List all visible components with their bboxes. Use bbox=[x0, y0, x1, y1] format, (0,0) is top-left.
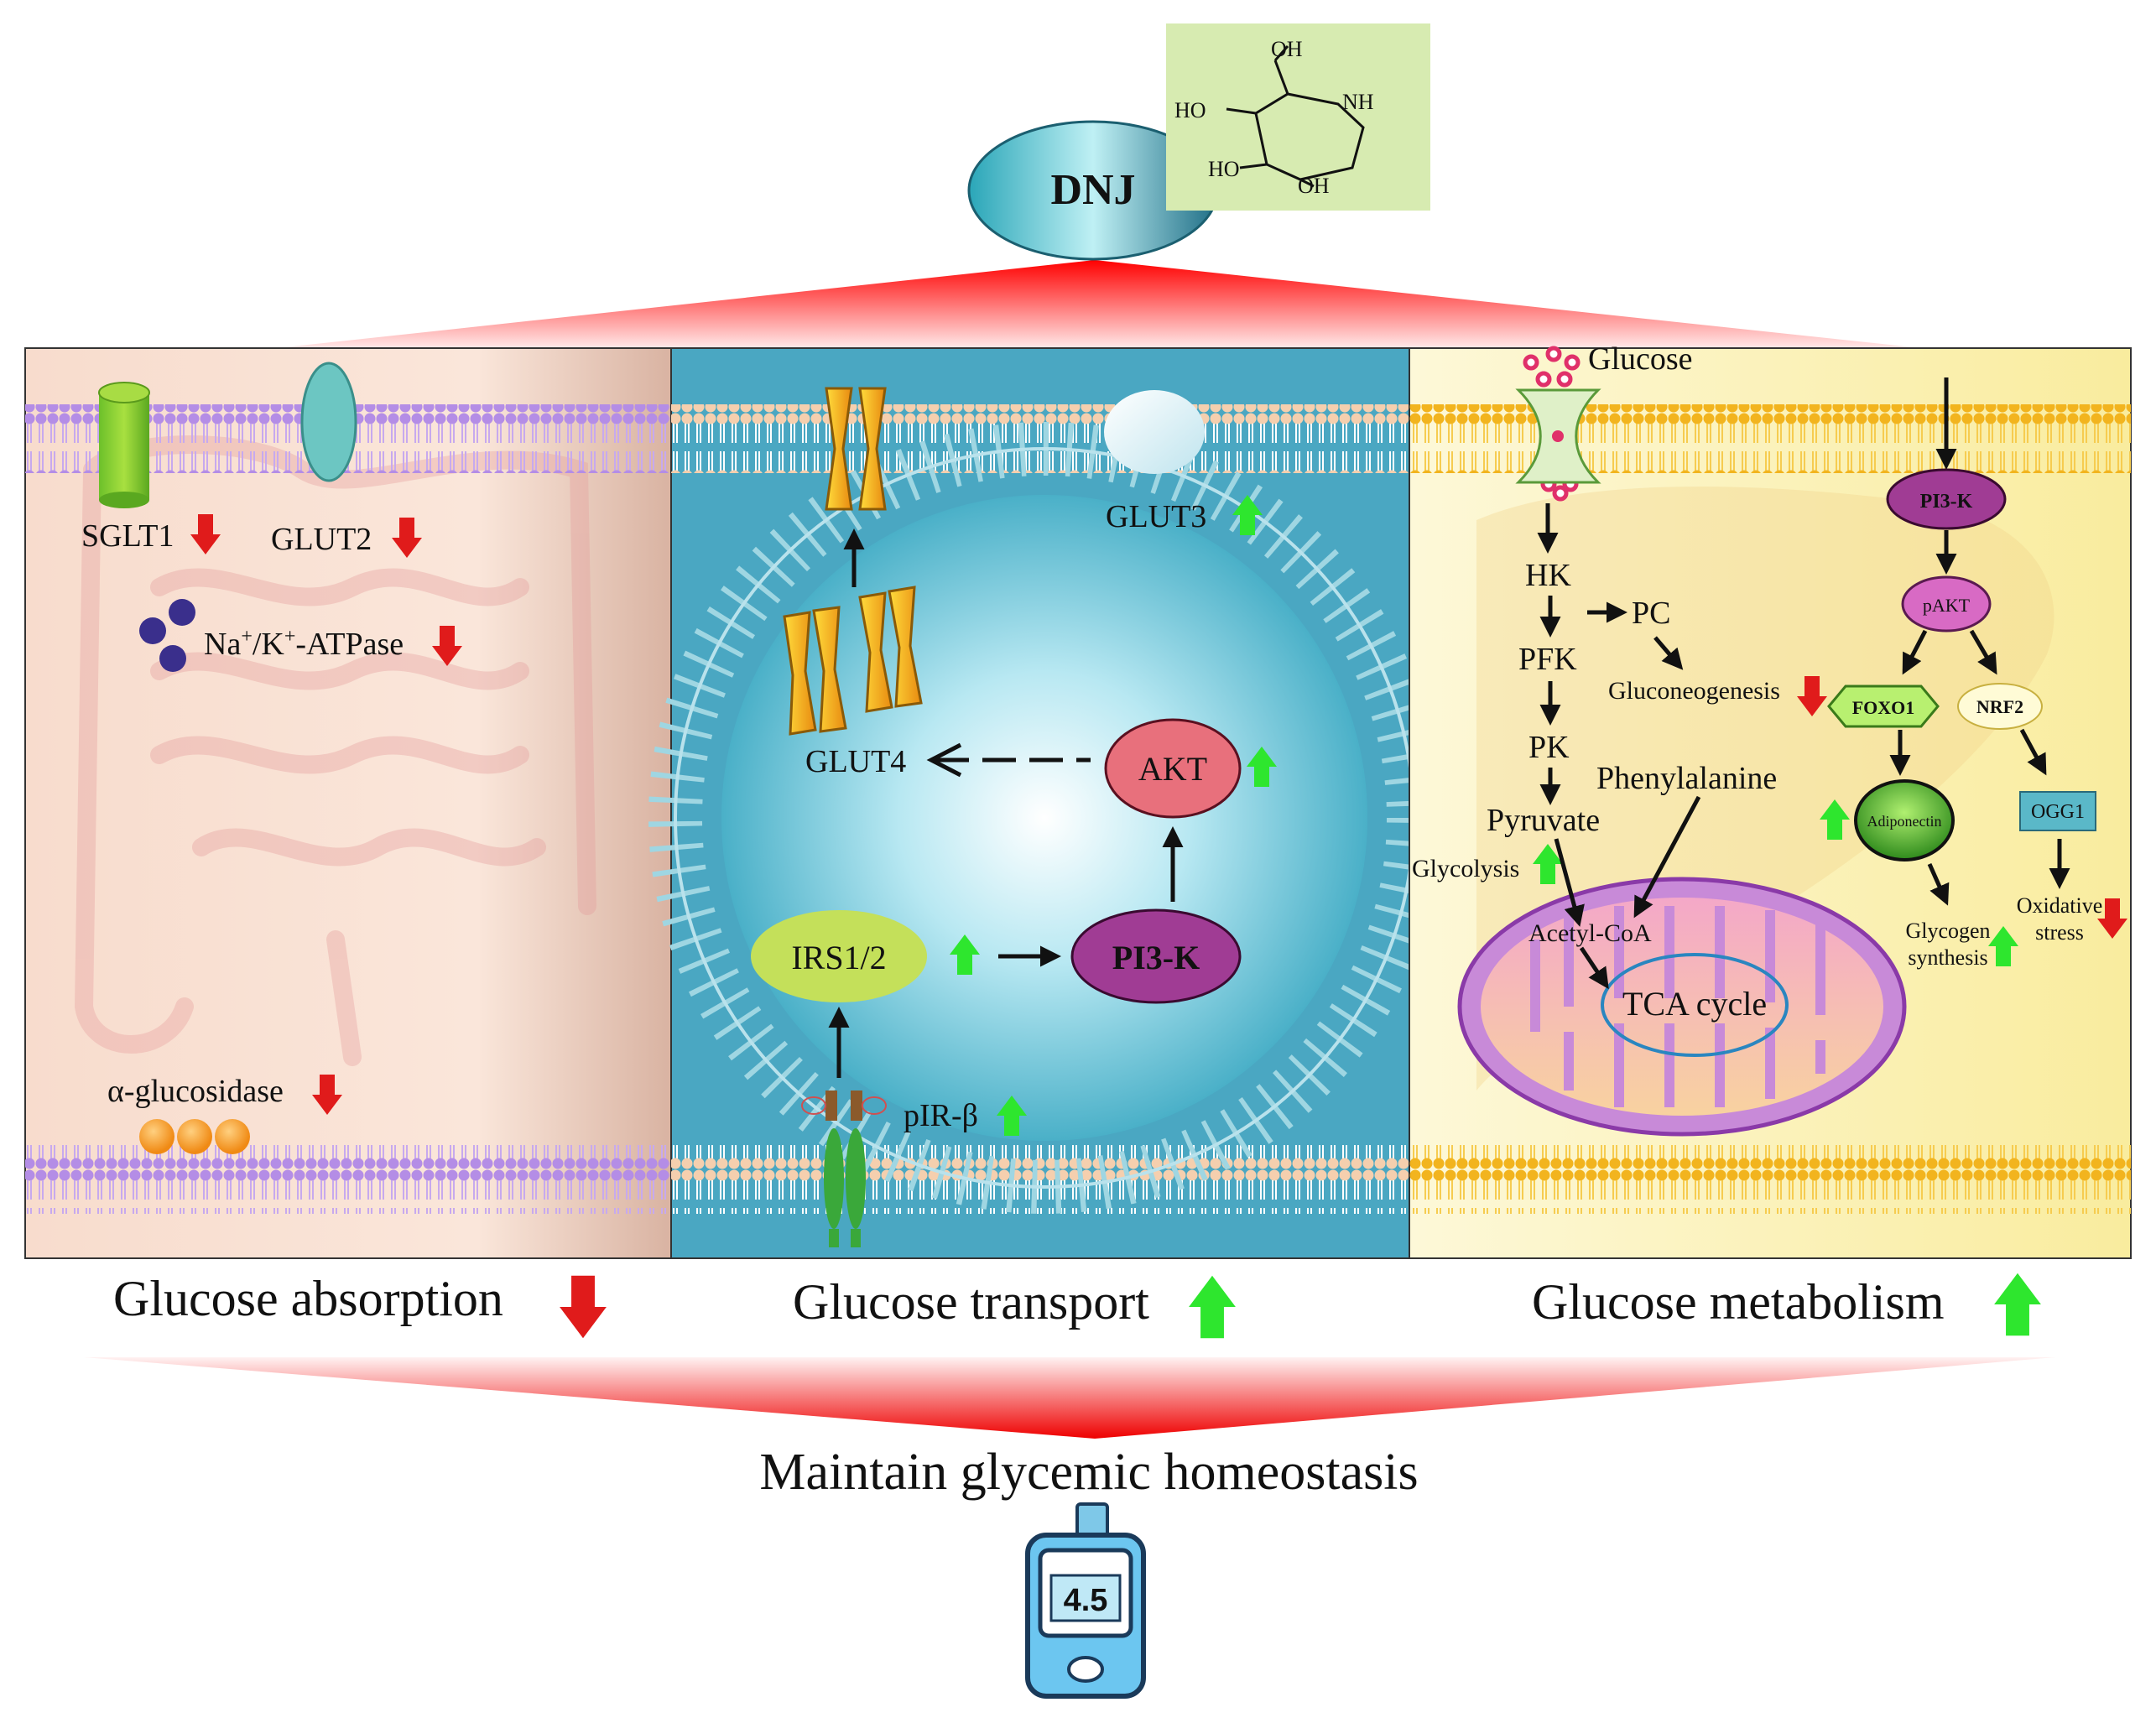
struct-ho-left: HO bbox=[1174, 98, 1206, 122]
glut4-chevron bbox=[926, 742, 962, 778]
gluconeogenesis-label: Gluconeogenesis bbox=[1608, 677, 1780, 705]
transport-up-arrow-icon bbox=[1189, 1275, 1236, 1339]
caption-absorption: Glucose absorption bbox=[113, 1271, 503, 1326]
akt-node bbox=[1104, 718, 1242, 819]
hk-label: HK bbox=[1525, 558, 1571, 593]
metabolism-up-arrow-icon bbox=[1994, 1273, 2041, 1336]
meter-reading: 4.5 bbox=[1064, 1583, 1108, 1618]
nrf2-node bbox=[1957, 683, 2043, 730]
struct-oh-bottom: OH bbox=[1298, 174, 1330, 198]
glut3-label: GLUT3 bbox=[1106, 499, 1206, 534]
akt-label: AKT bbox=[1138, 750, 1207, 788]
atpase-label: Na+/K+-ATPase bbox=[204, 626, 404, 662]
pyruvate-label: Pyruvate bbox=[1487, 803, 1600, 838]
glut2-label: GLUT2 bbox=[271, 522, 372, 557]
oxidative-label-1: Oxidative bbox=[2017, 893, 2103, 918]
pakt-label: pAKT bbox=[1923, 595, 1971, 616]
pi3k-metab-node bbox=[1886, 468, 2007, 530]
struct-ho-bottom: HO bbox=[1208, 157, 1240, 181]
caption-metabolism: Glucose metabolism bbox=[1532, 1274, 1945, 1330]
pi3k-label: PI3-K bbox=[1112, 939, 1200, 976]
foxo1-node bbox=[1827, 685, 1940, 728]
glucose-label: Glucose bbox=[1588, 341, 1693, 377]
insulin-receptor-icon bbox=[801, 1091, 887, 1247]
panel-transport: GLUT3 GLUT4 AKT IRS1/2 PI3-K pIR-β bbox=[648, 347, 1440, 1259]
glut3-transporter-icon bbox=[1104, 390, 1205, 474]
panel-absorption: SGLT1 GLUT2 Na+/K+-ATPase α-glucosidase bbox=[24, 347, 672, 1259]
phenylalanine-label: Phenylalanine bbox=[1596, 761, 1777, 796]
glycogen-label-2: synthesis bbox=[1908, 945, 1987, 970]
glucose-transporter-icon bbox=[1515, 388, 1601, 484]
top-fan bbox=[277, 260, 1921, 348]
ion-particles-icon bbox=[139, 599, 195, 672]
sglt1-label: SGLT1 bbox=[81, 518, 174, 554]
glycogen-label-1: Glycogen bbox=[1905, 919, 1990, 943]
outcome-text: Maintain glycemic homeostasis bbox=[759, 1444, 1418, 1501]
tca-label: TCA cycle bbox=[1622, 985, 1767, 1023]
pc-label: PC bbox=[1632, 596, 1670, 631]
absorption-down-arrow-icon bbox=[560, 1275, 607, 1339]
oxidative-label-2: stress bbox=[2035, 920, 2084, 945]
pfk-label: PFK bbox=[1518, 642, 1577, 677]
chemical-structure: OH NH HO HO OH bbox=[1166, 23, 1430, 211]
pakt-node bbox=[1901, 575, 1992, 632]
glycolysis-label: Glycolysis bbox=[1412, 855, 1519, 882]
pk-label: PK bbox=[1528, 730, 1570, 765]
nrf2-label: NRF2 bbox=[1976, 696, 2023, 717]
ogg1-node bbox=[2019, 791, 2096, 831]
foxo1-label: FOXO1 bbox=[1852, 697, 1915, 718]
adiponectin-node bbox=[1854, 779, 1955, 862]
pir-label: pIR-β bbox=[904, 1098, 978, 1133]
pi3k-node bbox=[1070, 908, 1242, 1004]
mitochondrion-icon bbox=[1457, 877, 1907, 1137]
pi3k-metab-label: PI3-K bbox=[1920, 491, 1973, 513]
glucose-meter-icon: 4.5 bbox=[1025, 1502, 1146, 1699]
sglt1-transporter-icon bbox=[98, 382, 150, 508]
glucose-particles-icon bbox=[1523, 346, 1581, 502]
irs-label: IRS1/2 bbox=[791, 939, 886, 976]
caption-transport: Glucose transport bbox=[793, 1274, 1149, 1330]
struct-nh: NH bbox=[1342, 90, 1374, 114]
dnj-label: DNJ bbox=[1050, 166, 1135, 214]
bottom-fan bbox=[84, 1357, 2055, 1439]
panel-metabolism: Glucose HK PC PFK Gluconeogenesis PK Phe… bbox=[1409, 341, 2132, 1259]
adiponectin-label: Adiponectin bbox=[1867, 813, 1942, 830]
struct-oh-top: OH bbox=[1271, 37, 1303, 61]
acetyl-coa-label: Acetyl-CoA bbox=[1528, 919, 1652, 947]
glut-vesicle-channels-icon bbox=[783, 586, 923, 736]
irs-node bbox=[751, 910, 927, 1002]
ogg1-label: OGG1 bbox=[2031, 801, 2085, 823]
glut4-label: GLUT4 bbox=[805, 744, 906, 779]
glucosidase-label: α-glucosidase bbox=[107, 1074, 284, 1109]
glut2-transporter-icon bbox=[300, 362, 357, 482]
enzyme-spheres-icon bbox=[139, 1119, 250, 1154]
glut-channel-icon bbox=[825, 387, 887, 511]
